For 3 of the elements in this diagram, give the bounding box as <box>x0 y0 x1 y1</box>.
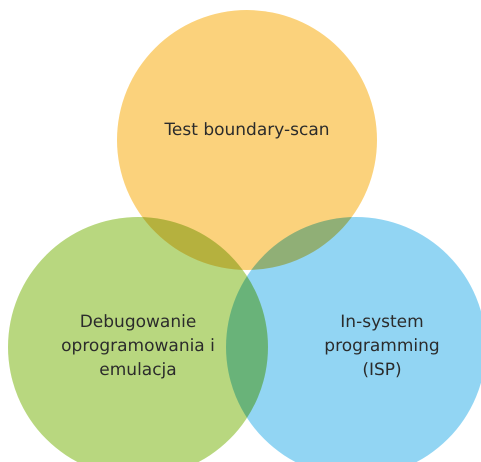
circle-label: In-system programming (ISP) <box>323 311 441 382</box>
circle-label: Debugowanie oprogramowania i emulacja <box>60 311 216 382</box>
circle-label: Test boundary-scan <box>163 119 331 142</box>
